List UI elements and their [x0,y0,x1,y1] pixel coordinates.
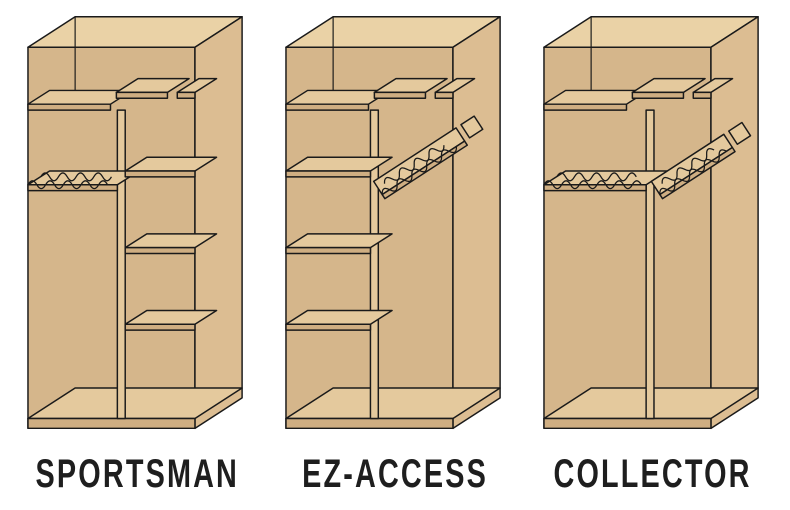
divider-panel [369,109,380,420]
cabinet-diagram-collector [543,16,759,430]
cabinet-diagram-sportsman [27,16,243,430]
label-area: COLLECTOR [524,446,782,502]
cabinet-collector: COLLECTOR [524,4,782,502]
cabinet-diagram-ez-access [285,16,501,430]
shelves-left [285,156,393,331]
top-shelf [543,77,734,111]
cabinet-sportsman: SPORTSMAN [8,4,266,502]
cabinet-ez-access: EZ-ACCESS [266,4,524,502]
label-area: SPORTSMAN [8,446,266,502]
gun-rack-right [372,115,484,200]
label-area: EZ-ACCESS [266,446,524,502]
gun-rack-right [650,121,752,200]
cabinet-label-collector: COLLECTOR [553,451,753,496]
cabinet-label-ez-access: EZ-ACCESS [302,451,488,496]
gun-rack-left [543,170,669,192]
shelves-right [124,156,218,331]
divider-panel [645,109,655,420]
top-shelf [27,77,218,111]
cabinet-label-sportsman: SPORTSMAN [35,451,239,496]
top-shelf [285,77,476,111]
divider-panel [116,109,126,420]
